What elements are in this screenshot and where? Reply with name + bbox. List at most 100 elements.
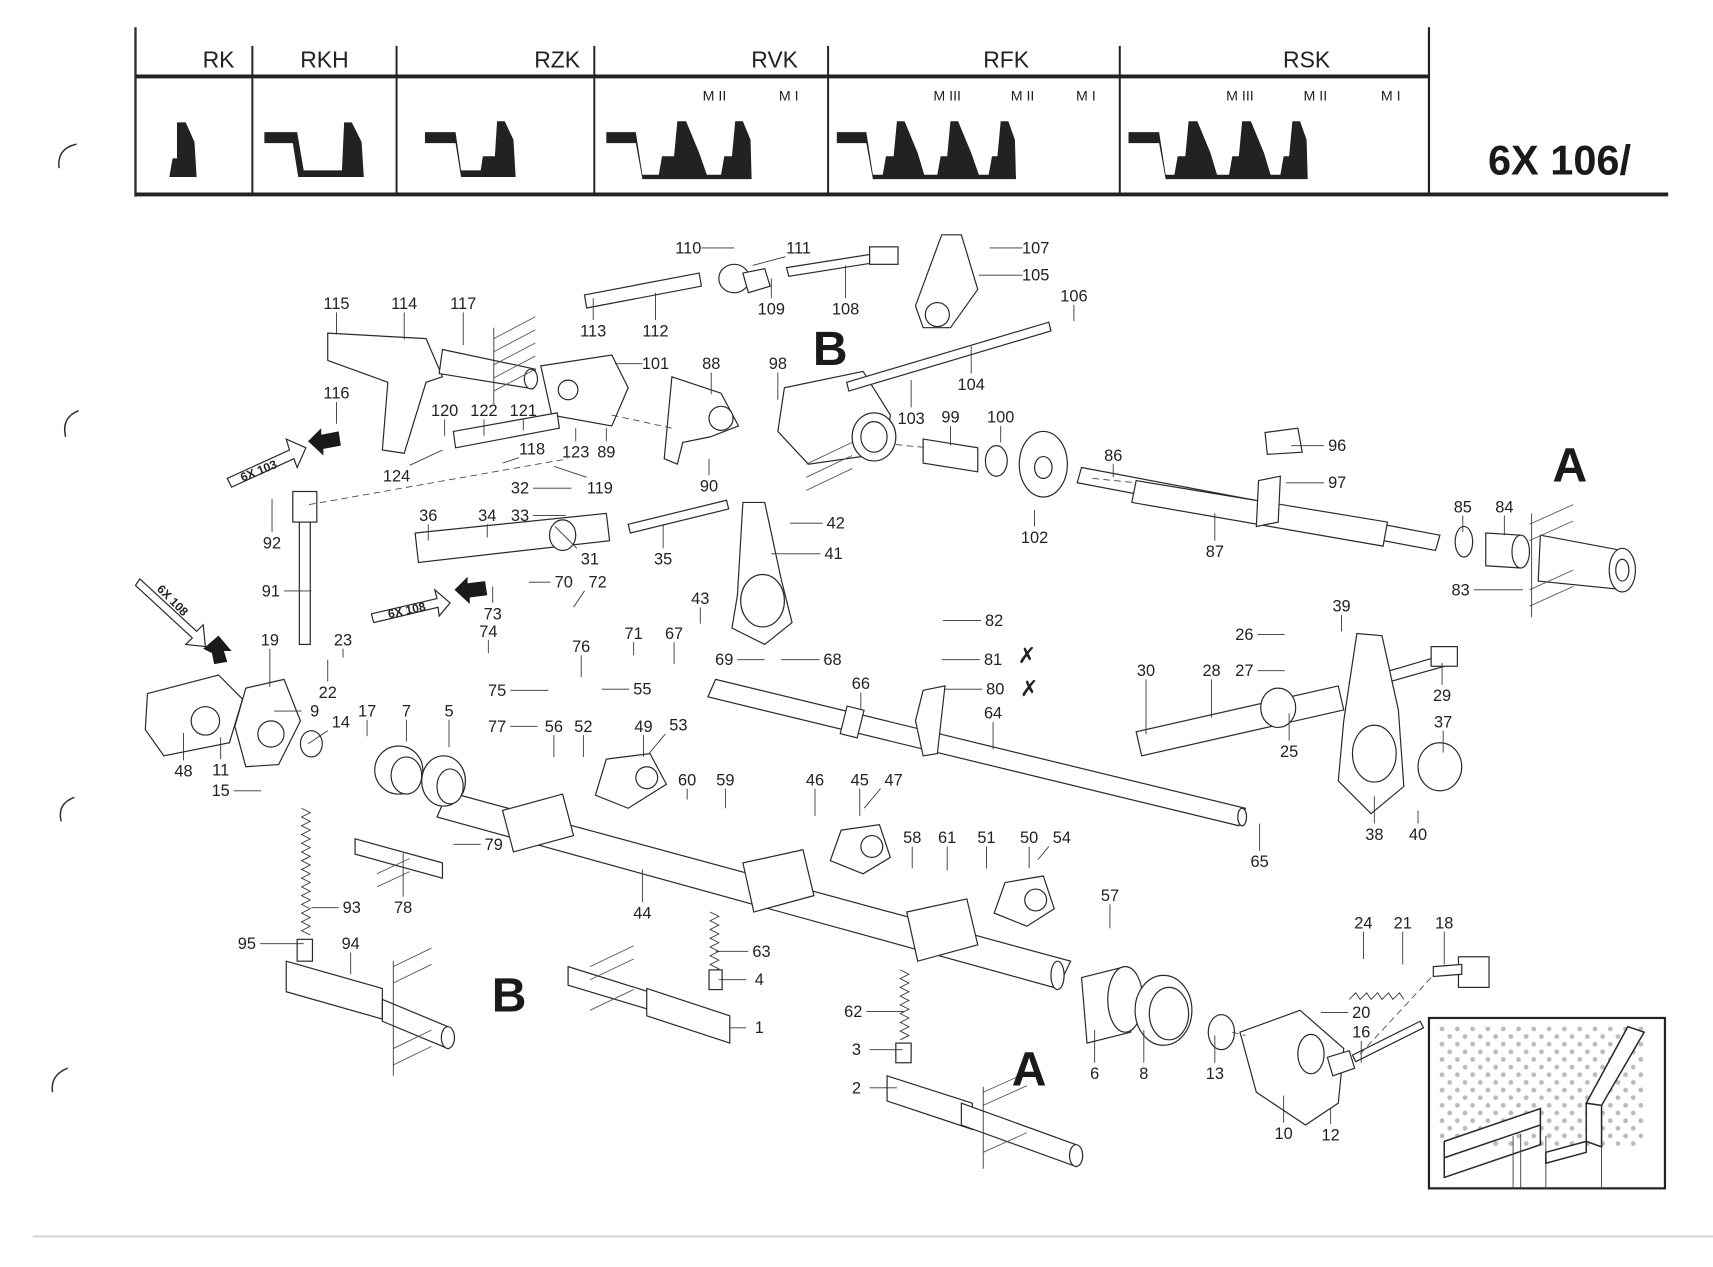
callout-60: 60	[678, 771, 696, 789]
callout-46: 46	[806, 771, 824, 789]
lever-88	[663, 376, 740, 466]
profile-rsk-icon	[1128, 121, 1308, 180]
callout-59: 59	[716, 771, 734, 789]
callout-117: 117	[450, 295, 476, 313]
profile-rkh-icon	[264, 122, 364, 177]
callout-61: 61	[938, 829, 956, 847]
callout-24: 24	[1354, 914, 1372, 932]
arrow-up-icon	[203, 635, 232, 665]
callout-8: 8	[1139, 1065, 1148, 1083]
callout-6: 6	[1090, 1065, 1099, 1083]
section-marker-b-top: B	[813, 322, 848, 376]
callout-83: 83	[1452, 581, 1470, 599]
callout-91: 91	[262, 582, 280, 600]
callout-84: 84	[1495, 498, 1513, 516]
cross-ref-6x108-a[interactable]: 6X 108	[134, 577, 207, 648]
leader-line	[502, 457, 520, 464]
detail-inset	[1427, 1016, 1667, 1190]
callout-37: 37	[1434, 713, 1452, 731]
callout-16: 16	[1352, 1024, 1370, 1042]
page-id: 6X 106/	[1488, 137, 1632, 184]
callout-76: 76	[572, 638, 590, 656]
rod-91	[292, 490, 318, 523]
callout-15: 15	[212, 782, 230, 800]
callout-20: 20	[1352, 1004, 1370, 1022]
callout-43: 43	[691, 590, 709, 608]
marker-rvk-m2: M II	[703, 88, 727, 104]
callout-12: 12	[1322, 1126, 1340, 1144]
callout-90: 90	[700, 478, 718, 496]
callout-62: 62	[844, 1003, 862, 1021]
callout-27: 27	[1235, 662, 1253, 680]
callout-52: 52	[574, 718, 592, 736]
callout-21: 21	[1394, 914, 1412, 932]
callout-66: 66	[852, 675, 870, 693]
callout-58: 58	[903, 829, 921, 847]
callout-98: 98	[769, 355, 787, 373]
callout-34: 34	[478, 507, 496, 525]
leader-line	[573, 590, 585, 608]
callout-5: 5	[444, 703, 453, 721]
arrow-left-icon	[308, 428, 341, 456]
callout-93: 93	[343, 899, 361, 917]
section-marker-a-bottom: A	[1012, 1043, 1047, 1097]
callout-74: 74	[479, 623, 497, 641]
callout-81: 81	[984, 651, 1002, 669]
marker-rvk-m1: M I	[779, 88, 799, 104]
not-supplied-mark-icon: ✗	[1018, 643, 1036, 668]
section-marker-a-right: A	[1553, 439, 1588, 493]
column-code-rzk: RZK	[534, 47, 581, 73]
leader-line	[648, 733, 666, 754]
leader-line	[409, 449, 443, 466]
column-code-rkh: RKH	[300, 47, 348, 73]
callout-89: 89	[597, 444, 615, 462]
callout-85: 85	[1454, 498, 1472, 516]
spring-62	[899, 969, 910, 1041]
cross-ref-6x103[interactable]: 6X 103	[226, 438, 307, 488]
callout-2: 2	[852, 1079, 861, 1097]
callout-104: 104	[958, 376, 985, 394]
callout-108: 108	[832, 301, 859, 319]
callout-99: 99	[941, 409, 959, 427]
marker-rfk-m2: M II	[1011, 88, 1035, 104]
callout-32: 32	[511, 480, 529, 498]
callout-122: 122	[470, 402, 497, 420]
cross-ref-6x108-b[interactable]: 6X 108	[370, 588, 451, 624]
callout-18: 18	[1435, 914, 1453, 932]
callout-40: 40	[1409, 826, 1427, 844]
clip-96	[1264, 427, 1303, 456]
marker-rsk-m3: M III	[1226, 88, 1254, 104]
spring-63	[709, 911, 720, 974]
leader-line	[307, 730, 328, 745]
callout-41: 41	[824, 545, 842, 563]
not-supplied-mark-icon: ✗	[1020, 676, 1038, 701]
callout-71: 71	[625, 625, 643, 643]
callout-39: 39	[1332, 598, 1350, 616]
leader-line	[1037, 846, 1050, 860]
leader-line	[553, 465, 587, 478]
cap-37	[1417, 742, 1463, 792]
leader-line	[554, 526, 578, 549]
callout-121: 121	[510, 402, 537, 420]
callout-118: 118	[519, 440, 545, 458]
fork-80	[914, 685, 946, 757]
callout-109: 109	[758, 301, 785, 319]
callout-82: 82	[985, 612, 1003, 630]
marker-rsk-m2: M II	[1304, 88, 1328, 104]
callout-3: 3	[852, 1041, 861, 1059]
section-marker-b-bottom: B	[492, 968, 527, 1022]
callout-105: 105	[1022, 267, 1049, 285]
callout-92: 92	[263, 534, 281, 552]
callout-103: 103	[897, 410, 924, 428]
link-104	[845, 321, 1052, 392]
callout-30: 30	[1137, 662, 1155, 680]
rod-78	[354, 838, 444, 879]
callout-51: 51	[977, 829, 995, 847]
exploded-drawing	[144, 234, 1637, 1169]
callout-leaders	[183, 247, 1523, 1124]
callout-35: 35	[654, 551, 672, 569]
callout-44: 44	[633, 905, 651, 923]
callout-53: 53	[669, 717, 687, 735]
header-table: RK RKH RZK RVK RFK RSK M II M I M III M …	[134, 27, 1669, 197]
callout-28: 28	[1202, 662, 1220, 680]
